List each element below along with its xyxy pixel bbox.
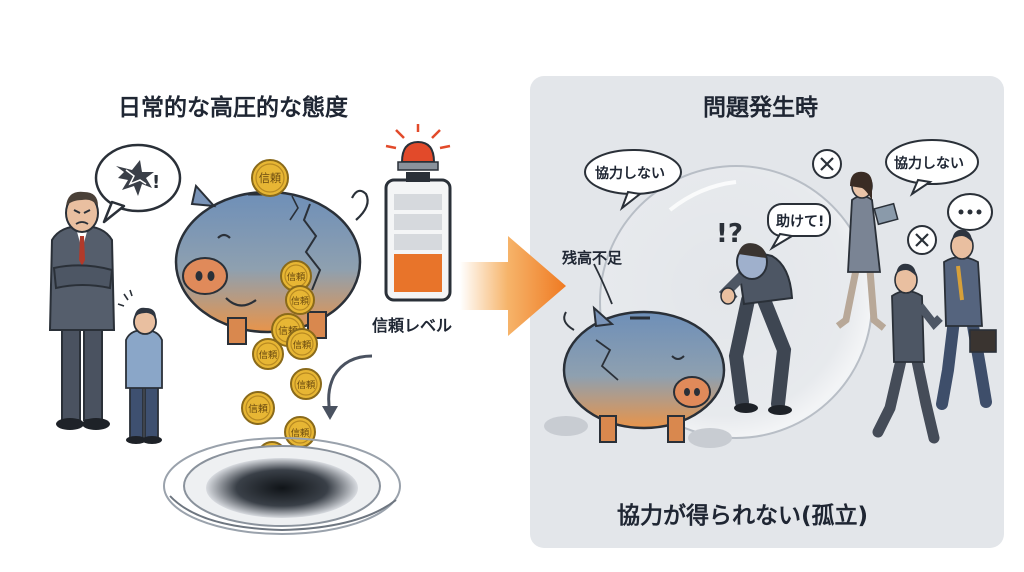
transition-arrow (460, 236, 566, 336)
trust-coin-label: 信頼 (291, 295, 309, 307)
boss-figure (48, 191, 116, 430)
trust-coin-label: 信頼 (287, 271, 306, 283)
trust-coin-label: 信頼 (248, 403, 268, 415)
trust-coin-label: 信頼 (297, 379, 316, 391)
question-marks: !? (716, 219, 743, 249)
left-panel-title: 日常的な高圧的な態度 (118, 95, 348, 121)
help-speech-text: 助けて! (776, 214, 825, 230)
left-piggy-bank (174, 183, 369, 345)
man-with-briefcase-figure (936, 229, 997, 410)
refuse-bubble-2 (885, 139, 979, 197)
trust-battery (384, 124, 452, 302)
right-panel-title: 問題発生時 (703, 95, 818, 121)
x-bubble-1 (812, 149, 842, 179)
trust-coin-label: 信頼 (259, 172, 281, 185)
x-bubble-2 (907, 225, 937, 255)
trust-coin-label: 信頼 (291, 427, 310, 439)
insufficient-balance-label: 残高不足 (562, 249, 623, 267)
boss-angry-bubble: ! (94, 143, 182, 224)
trust-level-label: 信頼レベル (372, 316, 453, 335)
isolated-man-figure (718, 243, 794, 415)
right-piggy-bank (544, 305, 732, 448)
swirl-arrow (327, 354, 373, 413)
drain-hole (163, 437, 401, 535)
woman-with-tablet-figure (835, 171, 899, 331)
isolation-caption: 協力が得られない(孤立) (617, 503, 869, 529)
employee-figure (117, 289, 163, 444)
man-on-phone-figure (872, 263, 943, 444)
refuse-speech-text-2: 協力しない (894, 156, 964, 172)
refuse-speech-text-1: 協力しない (595, 166, 665, 182)
trust-coin (241, 391, 275, 425)
svg-text:!: ! (152, 172, 160, 193)
help-speech-bubble (767, 203, 831, 251)
ellipsis-bubble (947, 193, 993, 231)
trust-coin (251, 159, 289, 197)
trust-coin-label: 信頼 (259, 349, 278, 361)
refuse-bubble-1 (584, 149, 682, 211)
trust-coin-label: 信頼 (293, 339, 312, 351)
